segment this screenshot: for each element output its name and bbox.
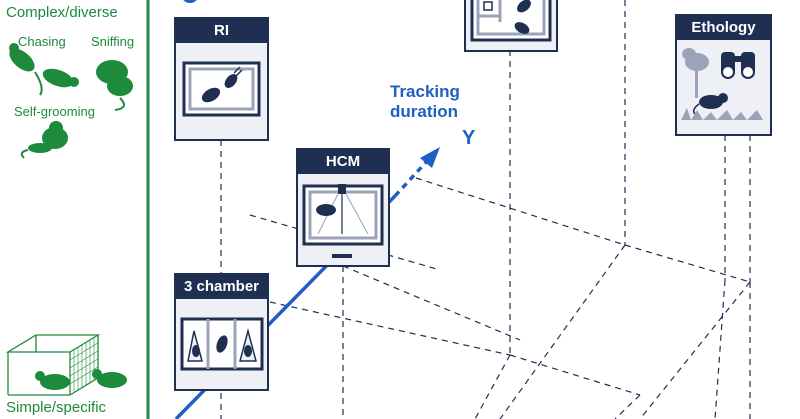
tracking-axis-dashed (393, 158, 430, 198)
card-three-chamber-title: 3 chamber (176, 275, 267, 299)
card-three-chamber: 3 chamber (174, 273, 269, 391)
axis-letter: Y (462, 127, 476, 149)
hcm-illustration (302, 184, 384, 258)
top-card-illustration (470, 0, 552, 42)
behavior-mice (9, 43, 133, 159)
complexity-bottom-label: Simple/specific (6, 399, 107, 416)
card-ethology-title: Ethology (677, 16, 770, 40)
card-ri: RI (174, 17, 269, 141)
ethology-illustration (681, 48, 763, 120)
behavior-sniffing-label: Sniffing (91, 34, 135, 49)
card-top-cropped (464, 0, 558, 52)
card-hcm-title: HCM (298, 150, 388, 174)
cage-mesh (69, 337, 99, 392)
behavior-self-grooming-label: Self-grooming (14, 104, 95, 119)
three-chamber-illustration (180, 317, 264, 371)
card-ri-title: RI (176, 19, 267, 43)
tracking-axis-arrowhead (420, 147, 440, 168)
axis-label-line1: Tracking (390, 82, 460, 101)
cage-mice (35, 369, 127, 390)
behavior-chasing-label: Chasing (18, 34, 66, 49)
cage-illustration (5, 334, 101, 396)
axis-label-line2: duration (390, 102, 458, 121)
card-hcm: HCM (296, 148, 390, 267)
card-ethology: Ethology (675, 14, 772, 136)
complexity-top-label: Complex/diverse (6, 4, 118, 21)
corner-dot (183, 0, 197, 3)
ri-illustration (182, 61, 261, 117)
axis-label: Tracking duration (390, 82, 460, 122)
